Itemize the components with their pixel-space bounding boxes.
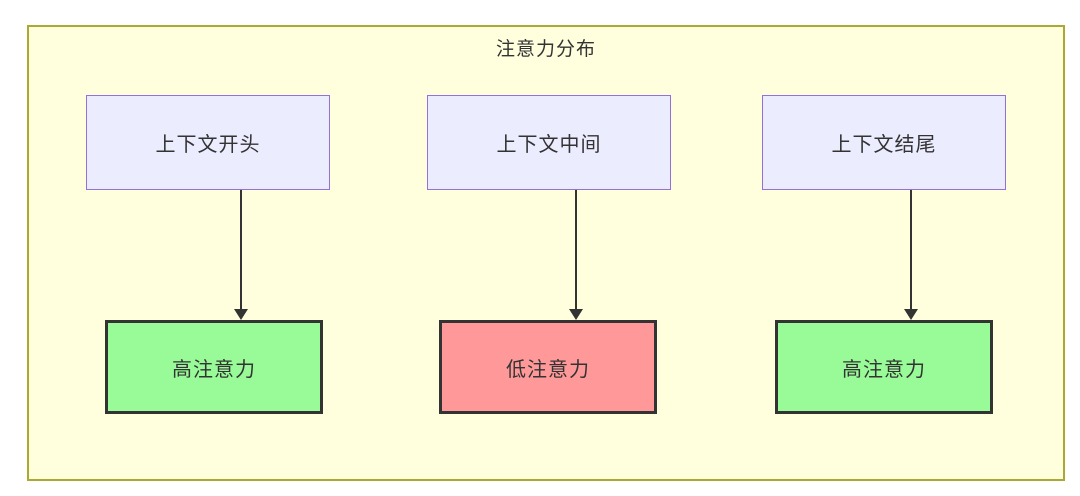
source-node-context-middle: 上下文中间: [427, 95, 671, 190]
source-node-context-end: 上下文结尾: [762, 95, 1006, 190]
target-node-high-attention-1-label: 高注意力: [172, 358, 256, 381]
target-node-high-attention-1: 高注意力: [105, 320, 323, 414]
cluster-title: 注意力分布: [495, 39, 596, 60]
edge-arrow-1: [234, 190, 248, 320]
target-node-high-attention-2-label: 高注意力: [842, 358, 926, 381]
arrowhead-down-icon: [569, 309, 583, 320]
edge-arrow-3: [904, 190, 918, 320]
attention-distribution-cluster: 注意力分布 上下文开头 高注意力 上下文中间 低注意力 上下文结尾 高注意力: [27, 25, 1065, 481]
target-node-low-attention: 低注意力: [439, 320, 657, 414]
edge-line-3: [910, 190, 912, 309]
target-node-high-attention-2: 高注意力: [775, 320, 993, 414]
source-node-context-middle-label: 上下文中间: [496, 134, 602, 156]
source-node-context-start: 上下文开头: [86, 95, 330, 190]
arrowhead-down-icon: [234, 309, 248, 320]
source-node-context-end-label: 上下文结尾: [831, 134, 937, 156]
edge-line-2: [575, 190, 577, 309]
source-node-context-start-label: 上下文开头: [155, 134, 261, 156]
edge-arrow-2: [569, 190, 583, 320]
edge-line-1: [240, 190, 242, 309]
target-node-low-attention-label: 低注意力: [506, 358, 590, 381]
arrowhead-down-icon: [904, 309, 918, 320]
